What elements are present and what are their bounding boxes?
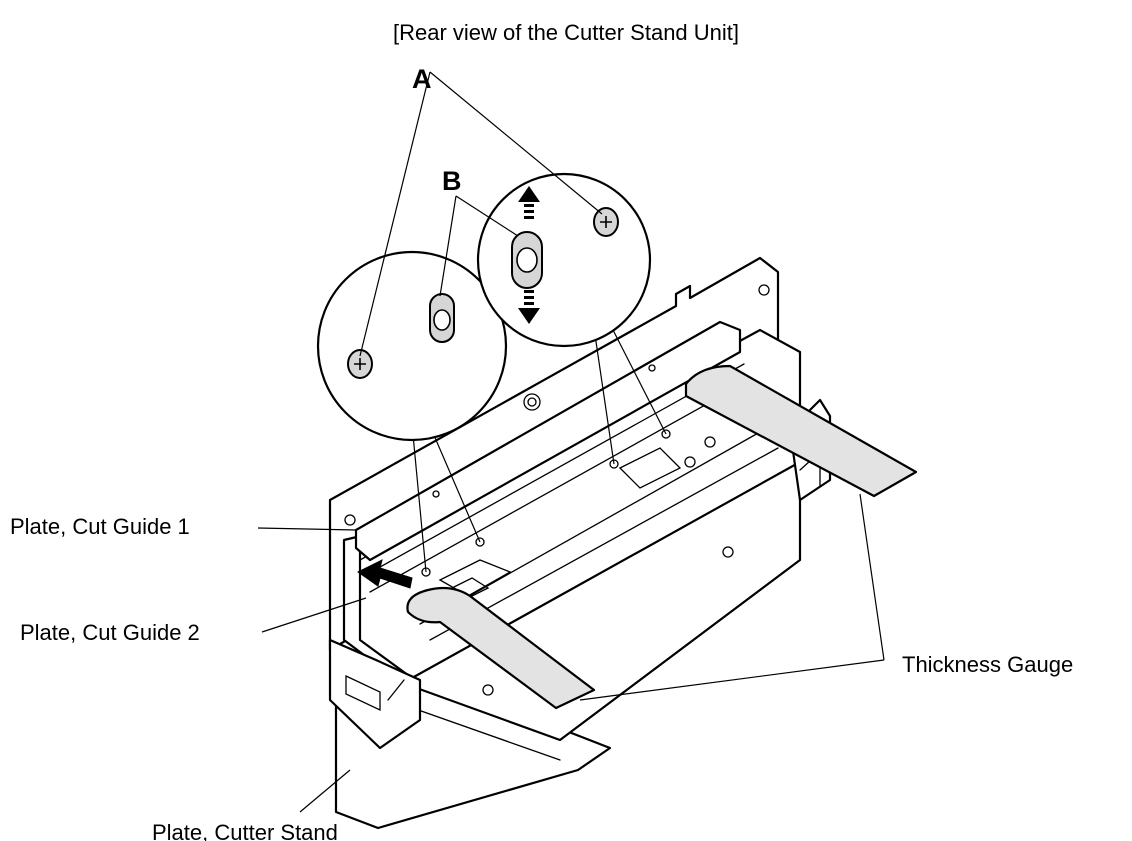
label-plate-cutter-stand: Plate, Cutter Stand (152, 820, 338, 841)
arrow-left-icon (357, 559, 413, 589)
phillips-screw-icon (593, 207, 619, 237)
arrow-down-icon (518, 290, 540, 324)
detail-leader-left-2 (429, 425, 481, 543)
thickness-gauge-back (684, 364, 918, 498)
leader-thickness-gauge-1 (859, 493, 885, 661)
callout-b: B (442, 166, 462, 196)
arrow-up-icon (518, 186, 540, 219)
diagram-title: [Rear view of the Cutter Stand Unit] (393, 20, 739, 45)
callout-a-leader-1 (359, 71, 431, 357)
leader-plate-cut-guide-2 (261, 597, 367, 633)
label-thickness-gauge: Thickness Gauge (902, 652, 1073, 677)
label-plate-cut-guide-2: Plate, Cut Guide 2 (20, 620, 200, 645)
phillips-screw-icon (347, 349, 373, 379)
thickness-gauge-front (406, 586, 596, 710)
callout-b-leader-2 (455, 195, 519, 237)
leader-thickness-gauge-2 (579, 659, 885, 701)
label-plate-cut-guide-1: Plate, Cut Guide 1 (10, 514, 190, 539)
detail-leader-right-2 (611, 327, 667, 435)
leader-plate-cut-guide-1 (257, 527, 357, 531)
detail-circle-right (476, 172, 652, 348)
slotted-hole-screw-icon (429, 293, 455, 343)
callout-b-leader-1 (439, 195, 457, 297)
detail-leader-left-1 (411, 423, 427, 573)
callout-a-leader-2 (429, 71, 603, 215)
detail-leader-right-1 (593, 327, 615, 465)
slotted-hole-screw-icon (511, 231, 543, 289)
detail-circle-left (316, 250, 508, 442)
leader-plate-cutter-stand (299, 769, 351, 813)
